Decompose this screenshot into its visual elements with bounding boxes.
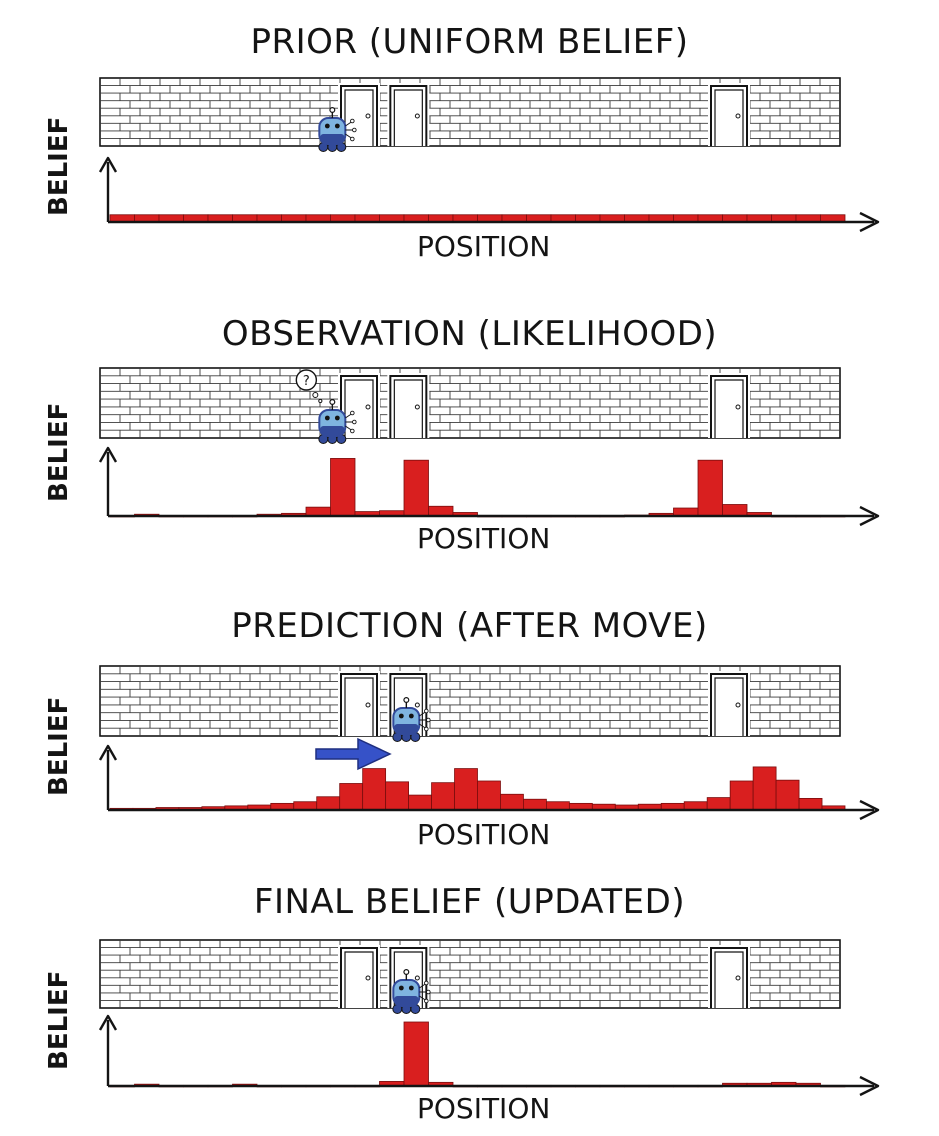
- bar: [362, 768, 387, 811]
- x-axis-arrowhead: [859, 799, 880, 821]
- door-icon: [387, 83, 430, 146]
- bar: [706, 797, 731, 811]
- panel-prediction: PREDICTION (AFTER MOVE) BELIEF POSITION: [0, 590, 939, 870]
- y-axis-label: BELIEF: [44, 970, 74, 1070]
- x-axis-label: POSITION: [417, 230, 551, 263]
- door-icon: [708, 671, 750, 736]
- y-axis-arrowhead: [98, 1014, 118, 1031]
- door-icon: [708, 945, 750, 1008]
- panel-observation: OBSERVATION (LIKELIHOOD) ? BELIEF POSITI…: [0, 290, 939, 570]
- x-axis-label: POSITION: [417, 1092, 551, 1125]
- y-axis-label: BELIEF: [44, 402, 74, 502]
- panel-title-prior: PRIOR (UNIFORM BELIEF): [250, 22, 689, 62]
- chart-axes: [98, 156, 880, 233]
- x-axis-arrowhead: [859, 211, 880, 233]
- bar: [293, 801, 318, 811]
- y-axis-arrowhead: [98, 446, 118, 463]
- robot-icon: [392, 696, 431, 742]
- bar: [330, 458, 356, 517]
- y-axis-arrowhead: [98, 156, 118, 173]
- door-icon: [338, 945, 380, 1008]
- bar-series: [109, 458, 846, 518]
- panel-final-belief: FINAL BELIEF (UPDATED) BELIEF POSITION: [0, 870, 939, 1136]
- bar: [431, 782, 455, 811]
- scene-final-belief: [98, 939, 880, 1097]
- x-axis-arrowhead: [859, 505, 880, 527]
- thought-bubble-icon: ?: [295, 369, 323, 404]
- x-axis-label: POSITION: [417, 818, 551, 851]
- bar: [523, 798, 547, 811]
- bar-series: [109, 766, 846, 811]
- bar: [316, 796, 341, 811]
- y-axis-label: BELIEF: [44, 116, 74, 216]
- y-axis-arrowhead: [98, 744, 118, 761]
- panel-title-observation: OBSERVATION (LIKELIHOOD): [221, 314, 718, 354]
- door-icon: [708, 83, 750, 146]
- bar: [722, 504, 748, 517]
- bar-series: [109, 1021, 846, 1088]
- svg-text:?: ?: [303, 374, 310, 389]
- bar: [697, 459, 723, 517]
- bar: [339, 783, 364, 811]
- y-axis-label: BELIEF: [44, 696, 74, 796]
- bar: [305, 506, 331, 517]
- bar: [500, 793, 524, 811]
- robot-icon: [318, 398, 357, 444]
- bar: [546, 801, 570, 811]
- door-icon: [708, 373, 750, 438]
- bar: [385, 781, 410, 811]
- bar: [408, 794, 432, 811]
- bar: [729, 780, 754, 811]
- bar: [683, 801, 708, 811]
- bar: [403, 459, 429, 517]
- bar: [403, 1021, 429, 1087]
- bar: [428, 505, 454, 517]
- bar: [752, 766, 777, 811]
- x-axis-arrowhead: [859, 1075, 880, 1097]
- scene-prediction: [98, 665, 880, 821]
- panel-prior: PRIOR (UNIFORM BELIEF) BELIEF POSITION: [0, 0, 939, 280]
- bar-series: [109, 214, 846, 223]
- bar: [477, 780, 501, 811]
- bar: [454, 768, 478, 811]
- scene-prior: [98, 77, 880, 233]
- robot-icon: [318, 106, 357, 152]
- door-icon: [387, 373, 430, 438]
- chart-axes: [98, 744, 880, 821]
- bar: [775, 779, 800, 811]
- chart-axes: [98, 446, 880, 527]
- panel-title-final: FINAL BELIEF (UPDATED): [253, 882, 686, 922]
- door-icon: [338, 671, 380, 736]
- chart-axes: [98, 1014, 880, 1097]
- x-axis-label: POSITION: [417, 522, 551, 555]
- move-right-arrow-icon: [315, 737, 392, 771]
- panel-title-prediction: PREDICTION (AFTER MOVE): [231, 606, 708, 646]
- bar: [798, 797, 823, 811]
- robot-icon: [392, 968, 431, 1014]
- scene-observation: ?: [98, 367, 880, 527]
